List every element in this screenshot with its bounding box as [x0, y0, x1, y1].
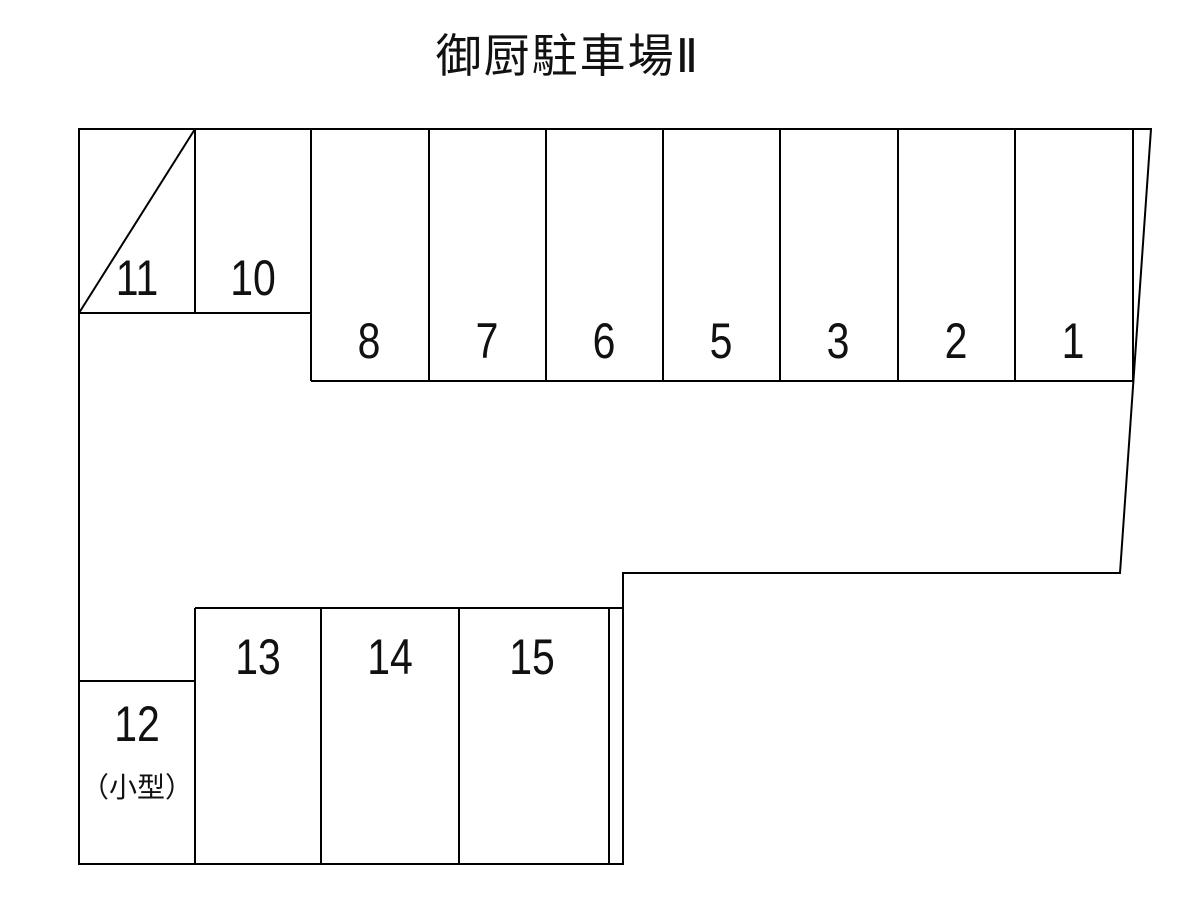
- space-3-label: 3: [826, 313, 850, 369]
- space-6-label: 6: [592, 313, 616, 369]
- space-1-label: 1: [1061, 313, 1085, 369]
- space-13-label: 13: [235, 629, 281, 685]
- space-10-label: 10: [230, 250, 276, 306]
- space-12-note: （小型）: [80, 771, 193, 804]
- space-2-label: 2: [944, 313, 968, 369]
- page-title: 御厨駐車場Ⅱ: [435, 29, 701, 83]
- space-7-label: 7: [475, 313, 499, 369]
- space-15-label: 15: [509, 629, 555, 685]
- space-12-label: 12: [114, 696, 160, 752]
- space-5-label: 5: [709, 313, 733, 369]
- space-11-label: 11: [115, 250, 159, 306]
- space-8-label: 8: [357, 313, 381, 369]
- lot-boundary: [78, 128, 1153, 865]
- space-14-label: 14: [367, 629, 413, 685]
- diagonal-mark: [78, 128, 196, 314]
